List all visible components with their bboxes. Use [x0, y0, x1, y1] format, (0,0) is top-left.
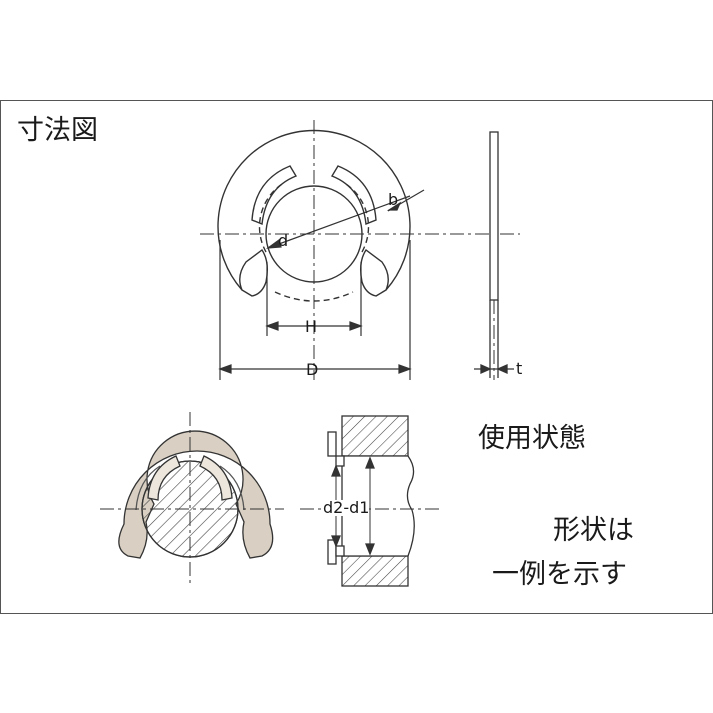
centerlines-top [200, 120, 520, 380]
usage-section-view [327, 415, 415, 587]
dim-label-b: b [388, 190, 399, 209]
usage-label: 使用状態 [478, 423, 586, 454]
ring-usage-front [118, 430, 274, 559]
dim-label-t: t [516, 359, 523, 378]
ring-side-view [474, 131, 514, 380]
dim-label-d2-d1: d2-d1 [323, 498, 370, 517]
dimension-H-D-lines [218, 240, 412, 380]
dimension-d-line [265, 189, 425, 249]
centerlines-usage [100, 412, 284, 584]
note-line-2: 一例を示す [492, 559, 627, 590]
dim-label-H: H [305, 317, 318, 336]
note-line-1: 形状は [553, 515, 634, 546]
dim-label-d: d [278, 231, 289, 250]
dim-label-D: D [306, 360, 319, 379]
section-title: 寸法図 [17, 115, 98, 146]
